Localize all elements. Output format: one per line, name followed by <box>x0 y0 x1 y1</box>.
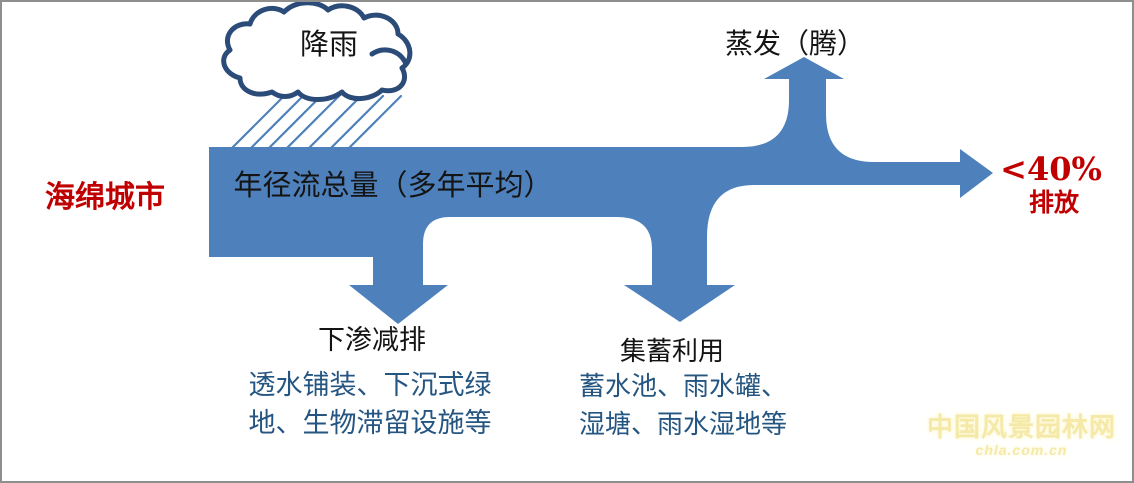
cloud-icon <box>221 2 413 102</box>
infiltration-desc-line1: 透水铺装、下沉式绿 <box>248 370 492 401</box>
annual-runoff-label: 年径流总量（多年平均） <box>233 168 553 202</box>
sponge-city-label: 海绵城市 <box>45 181 165 214</box>
storage-desc-line2: 湿塘、雨水湿地等 <box>578 410 788 440</box>
discharge-label: 排放 <box>1028 188 1080 217</box>
cloud-curl-detail <box>369 47 409 67</box>
storage-desc-line1: 蓄水池、雨水罐、 <box>578 372 788 402</box>
discharge-percent-value: <40% <box>1000 150 1102 188</box>
runoff-flow-arrows <box>209 57 993 324</box>
evaporation-label: 蒸发（腾） <box>724 27 866 60</box>
infiltration-desc-line2: 地、生物滞留设施等 <box>248 408 492 439</box>
storage-title: 集蓄利用 <box>619 337 725 367</box>
rainfall-label: 降雨 <box>299 27 359 61</box>
rain-lines-icon <box>225 94 403 155</box>
infiltration-title: 下渗减排 <box>318 325 426 356</box>
